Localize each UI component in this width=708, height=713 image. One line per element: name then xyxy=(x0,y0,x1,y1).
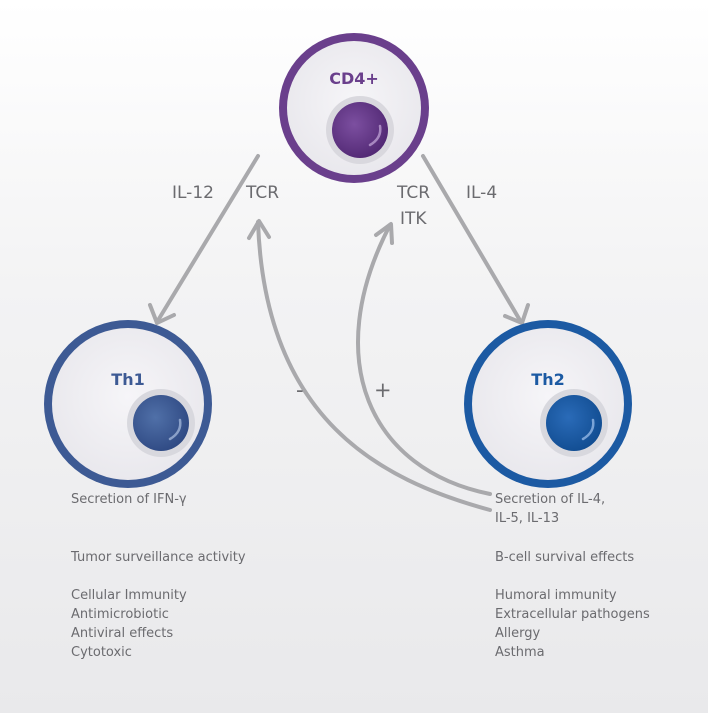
label-il12: IL-12 xyxy=(172,183,214,203)
th1-surveillance: Tumor surveillance activity xyxy=(71,550,246,565)
list-item: Antiviral effects xyxy=(71,626,174,641)
th1-label: Th1 xyxy=(111,370,144,389)
list-item: Humoral immunity xyxy=(495,588,617,603)
th2-effects-list: Humoral immunity Extracellular pathogens… xyxy=(495,586,650,662)
th2-cell: Th2 xyxy=(464,320,632,488)
list-item: Asthma xyxy=(495,645,545,660)
arrow-th2-activates-itk-head xyxy=(374,222,394,245)
label-plus: + xyxy=(374,378,392,402)
th1-cell: Th1 xyxy=(44,320,212,488)
list-item: Cytotoxic xyxy=(71,645,132,660)
arrow-cd4-to-th1-head xyxy=(148,303,176,325)
arrow-cd4-to-th2-head xyxy=(503,303,530,325)
th2-secretion: Secretion of IL-4, IL-5, IL-13 xyxy=(495,490,605,528)
label-il4: IL-4 xyxy=(466,183,497,203)
list-item: Allergy xyxy=(495,626,541,641)
cd4-nucleus xyxy=(332,102,388,158)
list-item: Cellular Immunity xyxy=(71,588,187,603)
arrow-cd4-to-th1 xyxy=(155,154,260,324)
label-tcr-left: TCR xyxy=(245,183,279,203)
arrow-th2-inhibits-tcr-head xyxy=(247,219,271,240)
th2-label: Th2 xyxy=(531,370,564,389)
arrow-th2-inhibits-tcr xyxy=(256,220,492,512)
th2-secretion-line2: IL-5, IL-13 xyxy=(495,511,560,526)
arrow-th2-activates-itk xyxy=(356,223,492,496)
cd4-label: CD4+ xyxy=(329,69,379,88)
th2-survival: B-cell survival effects xyxy=(495,550,635,565)
list-item: Extracellular pathogens xyxy=(495,607,650,622)
arrows xyxy=(148,154,530,512)
cd4-cell: CD4+ xyxy=(279,33,429,183)
label-itk: ITK xyxy=(400,209,427,229)
th1-secretion: Secretion of IFN-γ xyxy=(71,492,187,507)
label-tcr-right: TCR xyxy=(396,183,430,203)
th1-effects-list: Cellular Immunity Antimicrobiotic Antivi… xyxy=(71,586,187,662)
th2-secretion-line1: Secretion of IL-4, xyxy=(495,492,606,507)
arrow-cd4-to-th2 xyxy=(421,154,523,324)
label-minus: - xyxy=(296,378,304,402)
list-item: Antimicrobiotic xyxy=(71,607,169,622)
